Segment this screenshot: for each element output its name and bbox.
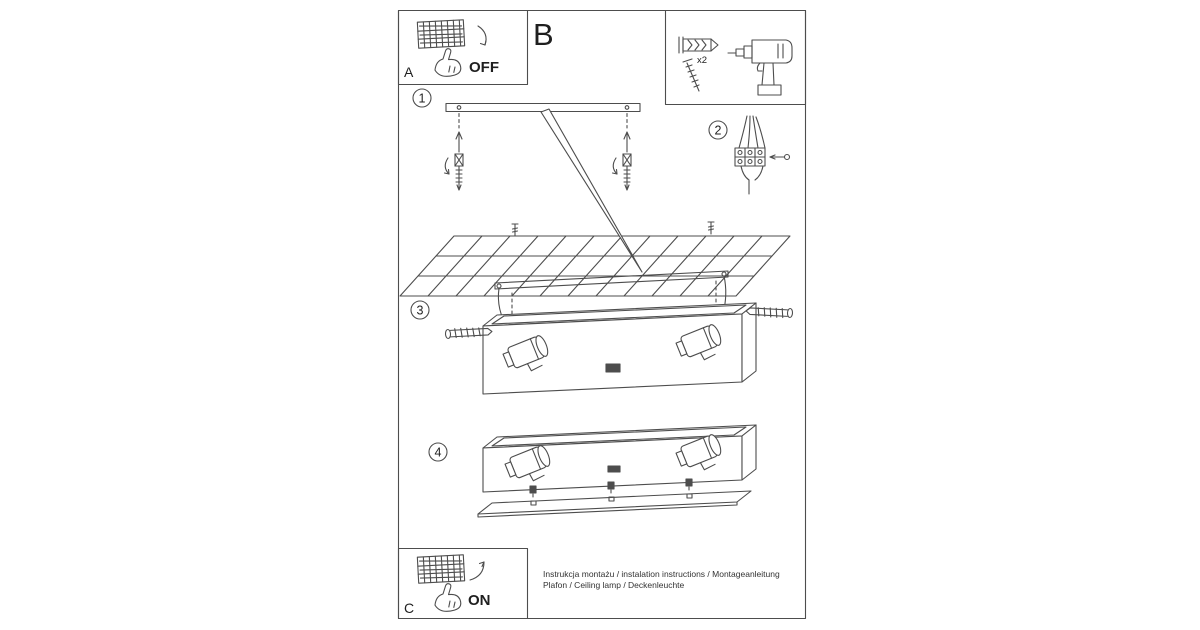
light-switch-icon (416, 19, 466, 49)
clip (607, 481, 615, 490)
flip-down-arrow-icon (477, 25, 487, 46)
ceiling-panel-drawing (399, 221, 791, 329)
clip (529, 485, 537, 494)
step-1-badge (412, 88, 432, 108)
step-4-badge (428, 442, 448, 462)
footer-line-1: Instrukcja montażu / instalation instruc… (543, 569, 780, 579)
expansion-anchor-icon (443, 131, 464, 191)
wall-plug-icon (678, 36, 719, 54)
panel-c-label: C (404, 600, 414, 616)
hardware-box (664, 9, 807, 106)
panel-c-box (397, 547, 529, 620)
clip (685, 478, 693, 487)
sheet-border (397, 9, 807, 620)
hand-icon (434, 48, 462, 77)
lamp-frame-drawing (482, 302, 757, 395)
expansion-anchor-icon (611, 131, 632, 191)
panel-a-label: A (404, 64, 414, 80)
step-3-badge (410, 300, 430, 320)
ceiling-screw-icon (707, 221, 715, 235)
drill-icon (727, 39, 793, 96)
step-1-number: 1 (419, 92, 426, 106)
screw-icon (682, 58, 700, 92)
hand-icon (434, 583, 462, 612)
light-switch-icon (416, 554, 466, 584)
panel-a-box (397, 9, 529, 86)
step-3-number: 3 (417, 304, 424, 318)
section-b-label: B (533, 17, 554, 52)
glass-diffuser-drawing (477, 490, 752, 518)
position-pointer (540, 108, 643, 273)
footer-line-2: Plafon / Ceiling lamp / Deckenleuchte (543, 580, 685, 590)
terminal-block-diagram (734, 115, 791, 195)
ceiling-screw-icon (511, 223, 519, 237)
assembled-lamp-drawing (482, 424, 757, 501)
switch-off-label: OFF (469, 59, 499, 76)
switch-on-label: ON (468, 592, 491, 609)
flip-up-arrow-icon (469, 561, 485, 581)
step-4-number: 4 (435, 446, 442, 460)
step-2-badge (708, 120, 728, 140)
hardware-quantity-label: x2 (697, 55, 707, 66)
step-2-number: 2 (715, 124, 722, 138)
